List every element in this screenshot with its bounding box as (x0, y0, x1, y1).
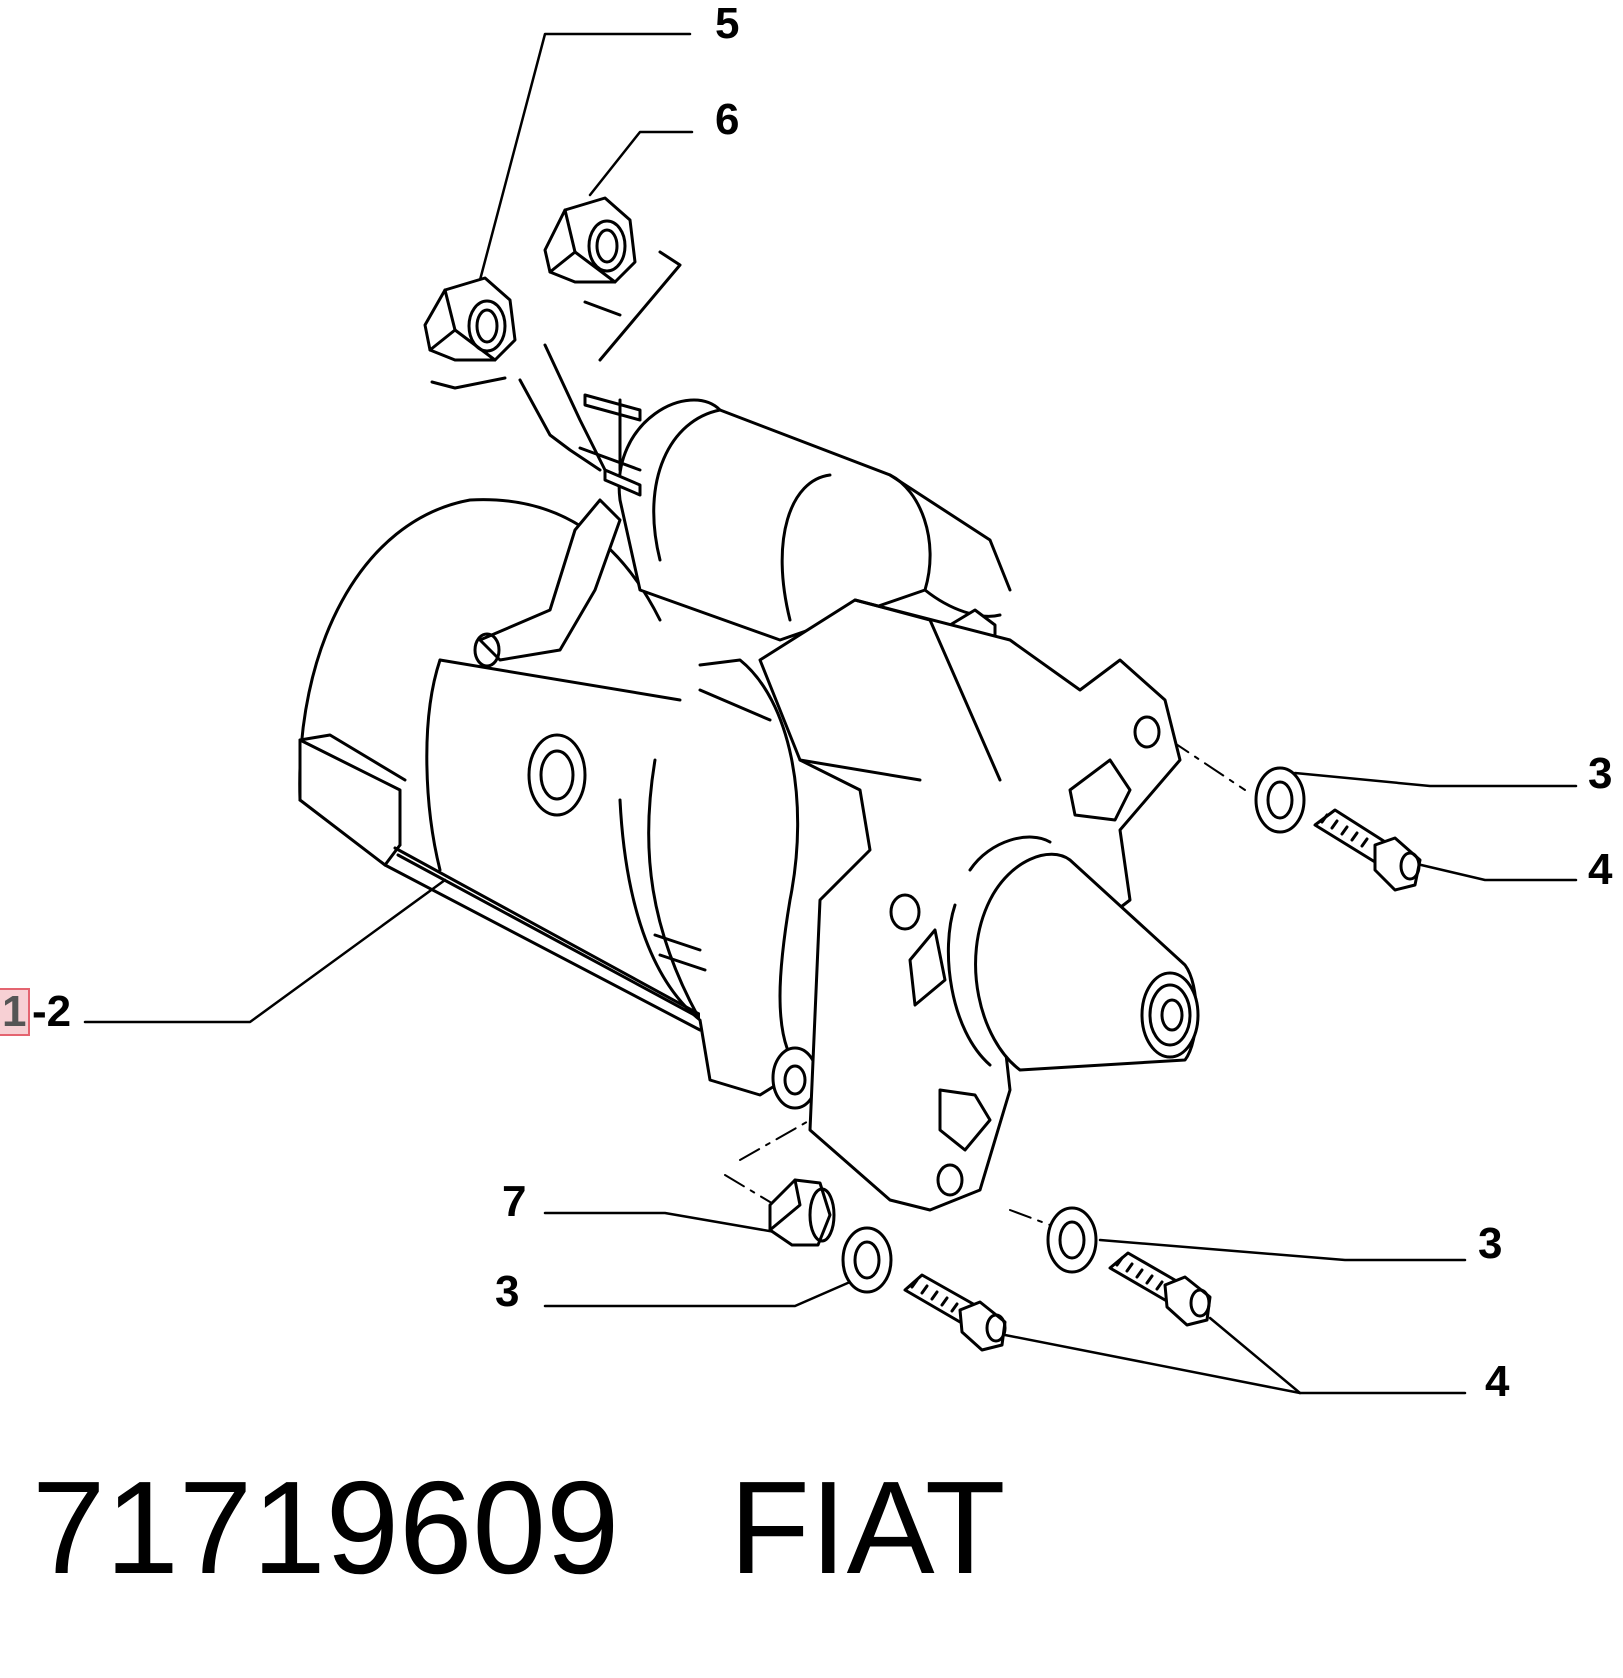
washer-3-left-icon (841, 1226, 893, 1294)
starter-motor-body (298, 393, 1200, 1212)
bolt-4-icon (1313, 808, 1422, 892)
leader-lines (83, 32, 1578, 1395)
leader-3-right-top (1293, 771, 1578, 788)
callout-4-bottom: 4 (1485, 1357, 1510, 1406)
callout-1-highlighted[interactable]: 1 (0, 987, 31, 1036)
leader-4-right-top (1398, 858, 1578, 882)
nut-6-icon (543, 196, 682, 362)
leader-7 (543, 1211, 777, 1234)
leader-4-bottom-a (1003, 1333, 1467, 1395)
bolt-4-bottom-right-icon (1108, 1251, 1212, 1327)
callout-4-right-top: 4 (1588, 845, 1613, 894)
leader-1-2 (83, 878, 447, 1024)
nut-5-icon (423, 276, 517, 390)
leader-3-left (543, 1280, 852, 1308)
washer-3-icon (1254, 766, 1306, 834)
bolt-4-bottom-left-icon (903, 1273, 1007, 1352)
callout-6: 6 (715, 95, 740, 144)
callout-3-right-bottom: 3 (1478, 1219, 1503, 1268)
callout-5: 5 (715, 0, 740, 48)
leader-6 (588, 130, 694, 197)
callout-3-right-top: 3 (1588, 749, 1613, 798)
leader-3-right-bottom (1098, 1238, 1467, 1262)
part-number: 71719609 (32, 1454, 620, 1601)
leader-4-bottom-b (1208, 1316, 1302, 1395)
washer-3-bottom-icon (1046, 1206, 1098, 1274)
leader-5 (478, 32, 692, 282)
sleeve-7-icon (768, 1178, 836, 1247)
callout-3-left: 3 (495, 1267, 520, 1316)
brand-name: FIAT (729, 1454, 1006, 1601)
callout-7: 7 (502, 1177, 527, 1226)
callout-2-suffix: -2 (32, 987, 72, 1036)
